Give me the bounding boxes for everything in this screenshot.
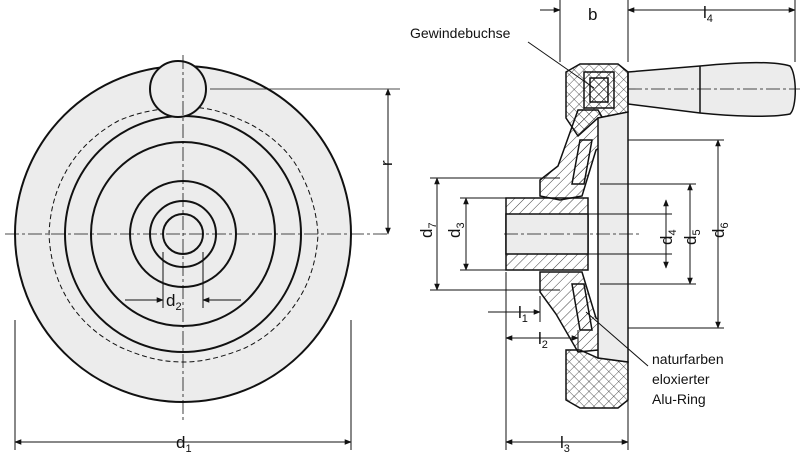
label-b: b <box>588 5 597 24</box>
label-l1: l1 <box>518 303 528 325</box>
label-l3: l3 <box>560 433 570 455</box>
label-d7: d7 <box>417 222 439 238</box>
label-r: r <box>377 160 396 166</box>
label-d3: d3 <box>445 222 467 238</box>
label-l2: l2 <box>538 329 548 351</box>
label-d2: d2 <box>166 291 182 313</box>
label-d1: d1 <box>176 433 192 455</box>
wheel-face-right <box>597 111 629 363</box>
crank-handle-top <box>149 60 207 118</box>
front-view <box>5 55 400 420</box>
label-ring-line2: eloxierter <box>652 371 710 387</box>
leader-gewindebuchse <box>527 41 595 89</box>
label-d5: d5 <box>681 229 703 245</box>
side-dimensions <box>430 0 796 450</box>
label-l4: l4 <box>703 3 713 25</box>
alu-ring-lower <box>571 283 593 331</box>
section-view <box>504 61 800 409</box>
label-d6: d6 <box>709 222 731 238</box>
label-ring-line3: Alu-Ring <box>652 391 706 407</box>
front-dimensions <box>14 88 391 450</box>
label-ring-line1: naturfarben <box>652 351 724 367</box>
label-gewindebuchse: Gewindebuchse <box>410 25 511 41</box>
crank-grip <box>627 61 796 117</box>
leader-alu-ring <box>585 311 649 367</box>
alu-ring-upper <box>571 139 593 185</box>
label-d4: d4 <box>657 229 679 245</box>
